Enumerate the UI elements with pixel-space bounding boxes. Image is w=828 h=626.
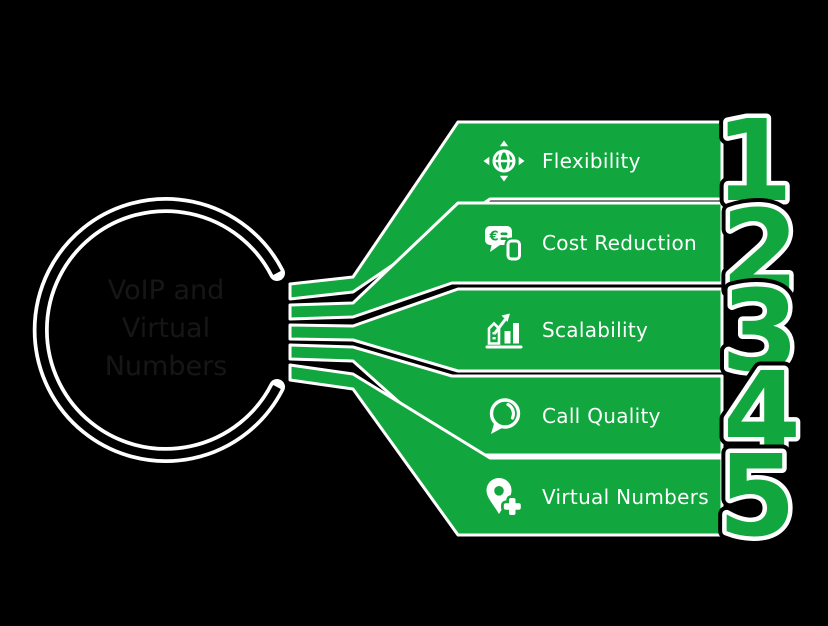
euro-chat-phone-icon: € bbox=[485, 226, 523, 263]
list-item-flexibility: Flexibility bbox=[480, 122, 641, 199]
step-numbers: 1 1 2 2 3 3 4 4 5 5 bbox=[707, 89, 810, 571]
step-number-3: 3 bbox=[721, 267, 799, 397]
step-number-4: 4 bbox=[723, 349, 801, 479]
list-item-virtual-numbers: Virtual Numbers bbox=[480, 458, 709, 535]
step-number-4-outline: 4 bbox=[723, 349, 801, 479]
step-number-5-outline: 5 bbox=[718, 432, 796, 562]
speech-bubble-icon bbox=[489, 397, 521, 434]
step-number-2-outline: 2 bbox=[721, 187, 799, 317]
list-item-scalability: Scalability bbox=[480, 289, 648, 371]
banner-shape-1 bbox=[288, 120, 724, 301]
circle-ring bbox=[32, 197, 285, 463]
item-label: Virtual Numbers bbox=[542, 484, 709, 509]
item-label: Call Quality bbox=[542, 403, 661, 428]
euro-symbol: € bbox=[489, 230, 499, 245]
step-number-2: 2 bbox=[721, 187, 799, 317]
step-number-5: 5 bbox=[718, 432, 796, 562]
step-number-1-outline: 1 bbox=[715, 97, 793, 227]
list-item-cost-reduction: € Cost Reduction bbox=[480, 203, 697, 283]
location-pin-plus-icon bbox=[486, 477, 524, 518]
list-item-call-quality: Call Quality bbox=[480, 376, 661, 455]
item-label: Cost Reduction bbox=[542, 231, 698, 255]
item-label: Flexibility bbox=[542, 148, 641, 173]
item-label: Scalability bbox=[542, 318, 649, 342]
growth-chart-icon bbox=[485, 313, 523, 349]
step-number-1: 1 bbox=[715, 97, 793, 227]
move-globe-icon bbox=[483, 140, 525, 181]
banner-shape-3 bbox=[288, 287, 724, 373]
banner-shape-2 bbox=[288, 201, 724, 321]
banner-shape-5 bbox=[288, 363, 724, 537]
circle-title: VoIP and Virtual Numbers bbox=[104, 275, 228, 382]
step-number-3-outline: 3 bbox=[721, 267, 799, 397]
